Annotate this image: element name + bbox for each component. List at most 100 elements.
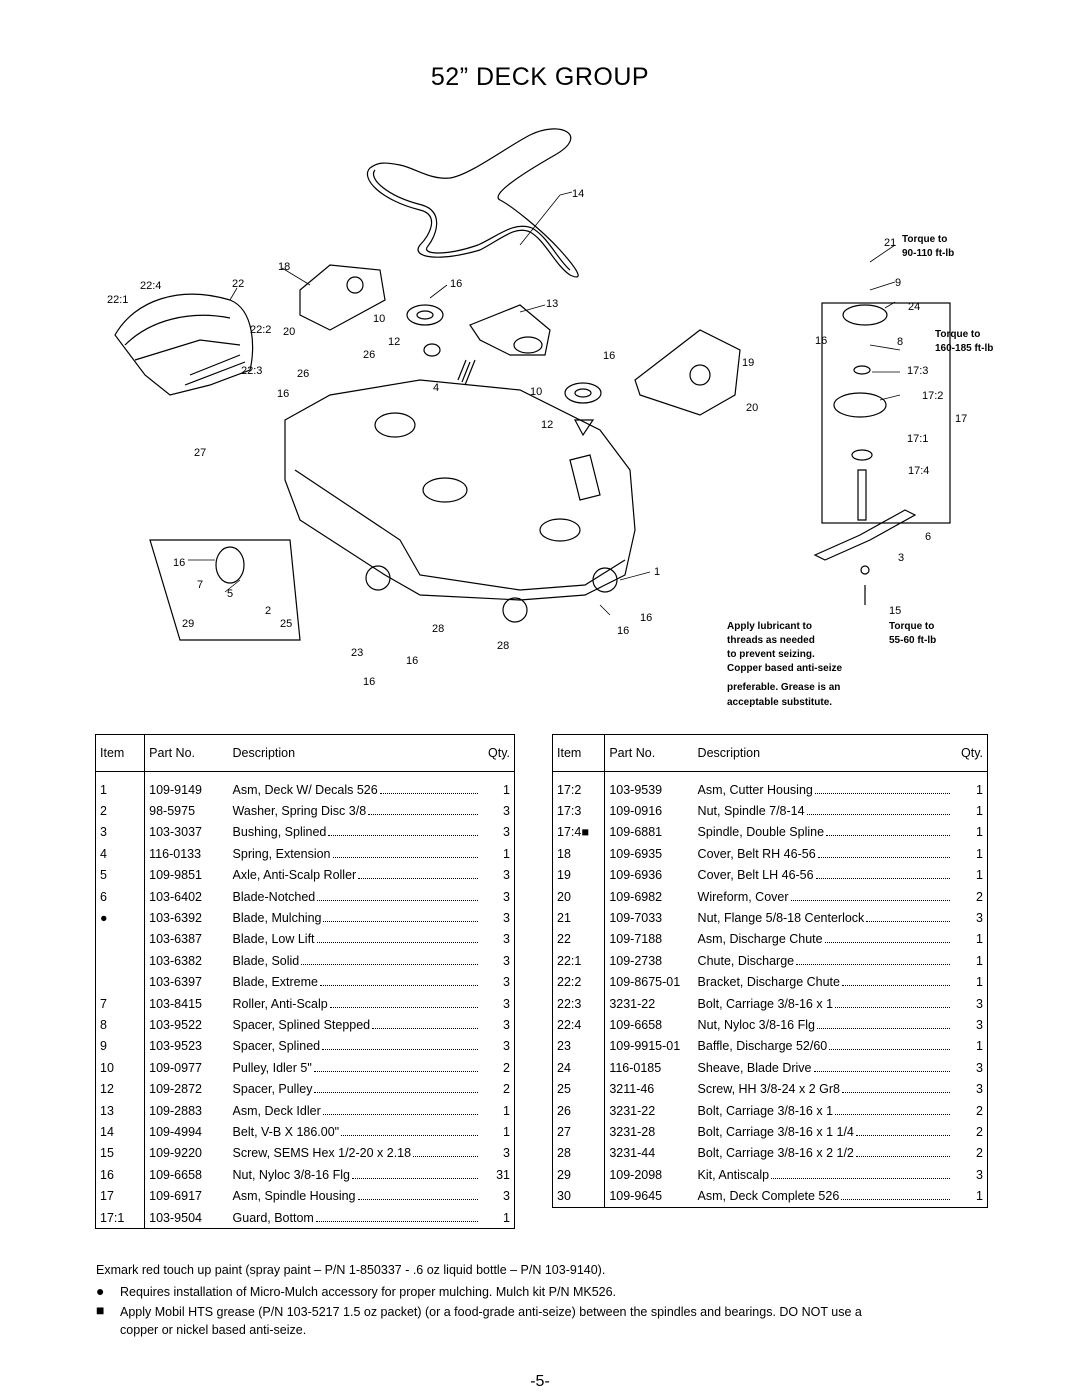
callout-18: 18 [278,261,290,273]
description-text: Blade, Low Lift [232,932,315,947]
callout-22: 22 [232,278,244,290]
callout-5: 5 [227,588,233,600]
part-number-cell: 109-2883 [149,1103,202,1118]
callout-26: 26 [297,368,309,380]
callout-10: 10 [530,386,542,398]
dot-leader [315,1220,478,1222]
torque-note-8-line1: Torque to [935,329,980,340]
description-cell: Blade, Solid [229,950,484,971]
col-header-item: Item [95,734,146,772]
qty-cell: 31 [496,1167,510,1182]
callout-8: 8 [897,336,903,348]
item-cell: 22:2 [552,971,606,993]
lubricant-note-line4: Copper based anti-seize [727,663,842,674]
description-cell: Asm, Discharge Chute [694,929,957,950]
description-text: Asm, Spindle Housing [232,1189,356,1204]
description-cell: Blade, Low Lift [229,929,484,950]
dot-leader [771,1177,951,1179]
dot-leader [817,856,951,858]
callout-14: 14 [572,188,584,200]
callout-17-3: 17:3 [907,365,928,377]
item-cell: 12 [95,1078,146,1100]
part-number-cell: 109-6982 [609,889,663,904]
part-number-cell: 109-6935 [609,846,663,861]
description-cell: Asm, Deck Complete 526 [694,1185,957,1207]
part-number-cell: 109-2872 [149,1082,202,1097]
description-text: Cover, Belt RH 46-56 [697,846,816,861]
dot-leader [841,1198,951,1201]
item-cell: 3 [95,821,146,844]
qty-cell: 3 [503,996,510,1011]
callout-7: 7 [197,579,203,591]
callout-16: 16 [617,625,629,637]
dot-leader [313,1070,478,1072]
qty-cell: 1 [976,782,983,797]
part-number-cell: 116-0185 [609,1060,662,1075]
description-cell: Nut, Spindle 7/8-14 [694,800,957,821]
qty-cell: 2 [976,1103,983,1118]
description-text: Roller, Anti-Scalp [232,996,328,1011]
callout-22-4: 22:4 [140,280,161,292]
description-cell: Asm, Deck Idler [229,1100,484,1121]
lubricant-note-line2: threads as needed [727,635,815,646]
description-cell: Guard, Bottom [229,1207,484,1229]
item-cell: 17 [95,1185,146,1207]
torque-note-21-line1: Torque to [902,234,947,245]
qty-cell: 3 [503,889,510,904]
part-number-cell: 116-0133 [149,846,202,861]
description-text: Blade-Notched [232,889,316,904]
item-cell: 22:1 [552,950,606,972]
blade-drawing [813,509,917,561]
paint-note: Exmark red touch up paint (spray paint –… [96,1263,606,1277]
callout-16: 16 [815,335,827,347]
dot-leader [358,877,478,880]
description-cell: Screw, HH 3/8-24 x 2 Gr8 [694,1078,957,1099]
dot-leader [855,1134,951,1136]
dot-leader [806,813,951,816]
qty-cell: 1 [503,1103,510,1118]
qty-cell: 3 [503,804,510,819]
callout-12: 12 [541,419,553,431]
part-number-cell: 103-3037 [149,825,202,840]
description-text: Asm, Deck Complete 526 [697,1189,840,1204]
callout-29: 29 [182,618,194,630]
item-cell: 24 [552,1057,606,1079]
part-number-cell: 109-6881 [609,825,663,840]
dot-leader [413,1155,478,1158]
description-text: Nut, Spindle 7/8-14 [697,804,805,819]
dot-leader [341,1134,478,1136]
description-cell: Roller, Anti-Scalp [229,993,484,1014]
part-number-cell: 3231-44 [609,1146,656,1161]
qty-cell: 1 [976,804,983,819]
qty-cell: 2 [503,1060,510,1075]
description-cell: Asm, Deck W/ Decals 526 [229,772,484,801]
description-cell: Wireform, Cover [694,886,957,907]
qty-cell: 3 [976,1167,983,1182]
callout-1: 1 [654,566,660,578]
callout-12: 12 [388,336,400,348]
description-cell: Spacer, Splined [229,1036,484,1057]
dot-leader [841,984,951,987]
callout-22-1: 22:1 [107,294,128,306]
torque-note-15-line1: Torque to [889,621,934,632]
item-cell: 14 [95,1121,146,1143]
part-number-cell: 103-6402 [149,889,202,904]
item-cell: 21 [552,907,606,929]
qty-cell: 1 [976,846,983,861]
item-cell: 13 [95,1099,146,1122]
callout-26: 26 [363,349,375,361]
description-text: Screw, SEMS Hex 1/2-20 x 2.18 [232,1146,412,1161]
callout-9: 9 [895,277,901,289]
torque-note-15-line2: 55-60 ft-lb [889,635,936,646]
description-text: Wireform, Cover [697,889,789,904]
